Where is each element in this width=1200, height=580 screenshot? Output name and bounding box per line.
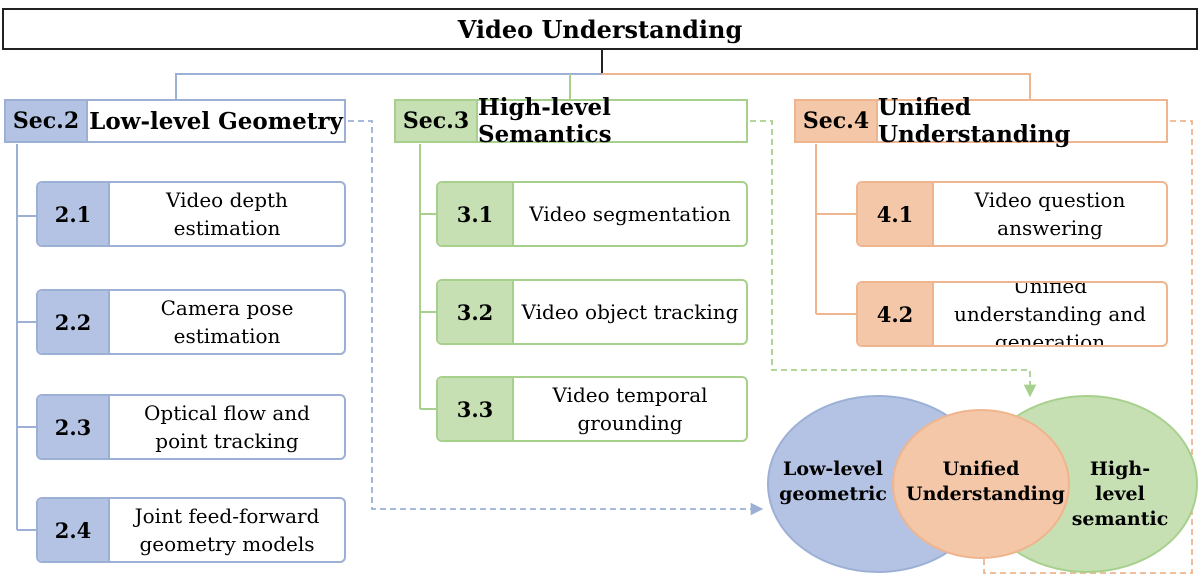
subsection-4-1: 4.1 Video question answering — [856, 181, 1168, 247]
subsection-3-2: 3.2 Video object tracking — [436, 279, 748, 345]
venn-center-ellipse — [892, 409, 1070, 559]
subsection-number: 3.2 — [438, 281, 514, 343]
section-name: High-level Semantics — [478, 94, 612, 148]
subsection-3-1: 3.1 Video segmentation — [436, 181, 748, 247]
venn-center-label: Unified Understanding — [906, 458, 1065, 505]
branch-orange — [602, 73, 1031, 99]
subsection-label: Video depth estimation — [166, 188, 288, 240]
section-name: Low-level Geometry — [89, 107, 343, 135]
subsection-2-4: 2.4 Joint feed-forward geometry models — [36, 497, 346, 563]
subsection-label: Joint feed-forward geometry models — [134, 504, 320, 556]
subsection-number: 4.2 — [858, 283, 934, 345]
subsection-number: 3.1 — [438, 183, 514, 245]
subsection-label: Video segmentation — [529, 202, 731, 226]
subsection-label: Unified understanding and generation — [954, 281, 1146, 347]
section-tag: Sec.3 — [396, 101, 478, 141]
dashed-arrow-orange — [977, 120, 1193, 574]
subsection-label: Video question answering — [974, 188, 1126, 240]
subsection-label: Video temporal grounding — [552, 383, 708, 435]
subsection-2-1: 2.1 Video depth estimation — [36, 181, 346, 247]
section-name: Unified Understanding — [878, 94, 1071, 148]
section-tag: Sec.2 — [6, 101, 88, 141]
subsection-number: 4.1 — [858, 183, 934, 245]
subsection-number: 2.4 — [38, 499, 110, 561]
dashed-arrow-green — [750, 120, 1037, 398]
subsection-number: 2.1 — [38, 183, 110, 245]
subsection-label: Video object tracking — [521, 300, 739, 324]
subsection-4-2: 4.2 Unified understanding and generation — [856, 281, 1168, 347]
subsection-3-3: 3.3 Video temporal grounding — [436, 376, 748, 442]
dashed-arrow-blue — [348, 120, 764, 516]
subsection-label: Camera pose estimation — [160, 296, 294, 348]
section-header-sec4: Sec.4 Unified Understanding — [794, 94, 1168, 148]
subsection-number: 2.2 — [38, 291, 110, 353]
section-tag: Sec.4 — [796, 101, 878, 141]
subsection-2-3: 2.3 Optical flow and point tracking — [36, 394, 346, 460]
subsection-label: Optical flow and point tracking — [144, 401, 310, 453]
page-title: Video Understanding — [2, 8, 1198, 50]
subsection-number: 3.3 — [438, 378, 514, 440]
branch-blue — [175, 73, 602, 99]
section-header-sec3: Sec.3 High-level Semantics — [394, 94, 748, 148]
subsection-2-2: 2.2 Camera pose estimation — [36, 289, 346, 355]
venn-left-label: Low-level geometric — [779, 458, 887, 505]
subsection-number: 2.3 — [38, 396, 110, 458]
section-header-sec2: Sec.2 Low-level Geometry — [4, 99, 346, 143]
venn-right-label: High-level semantic — [1071, 458, 1169, 530]
